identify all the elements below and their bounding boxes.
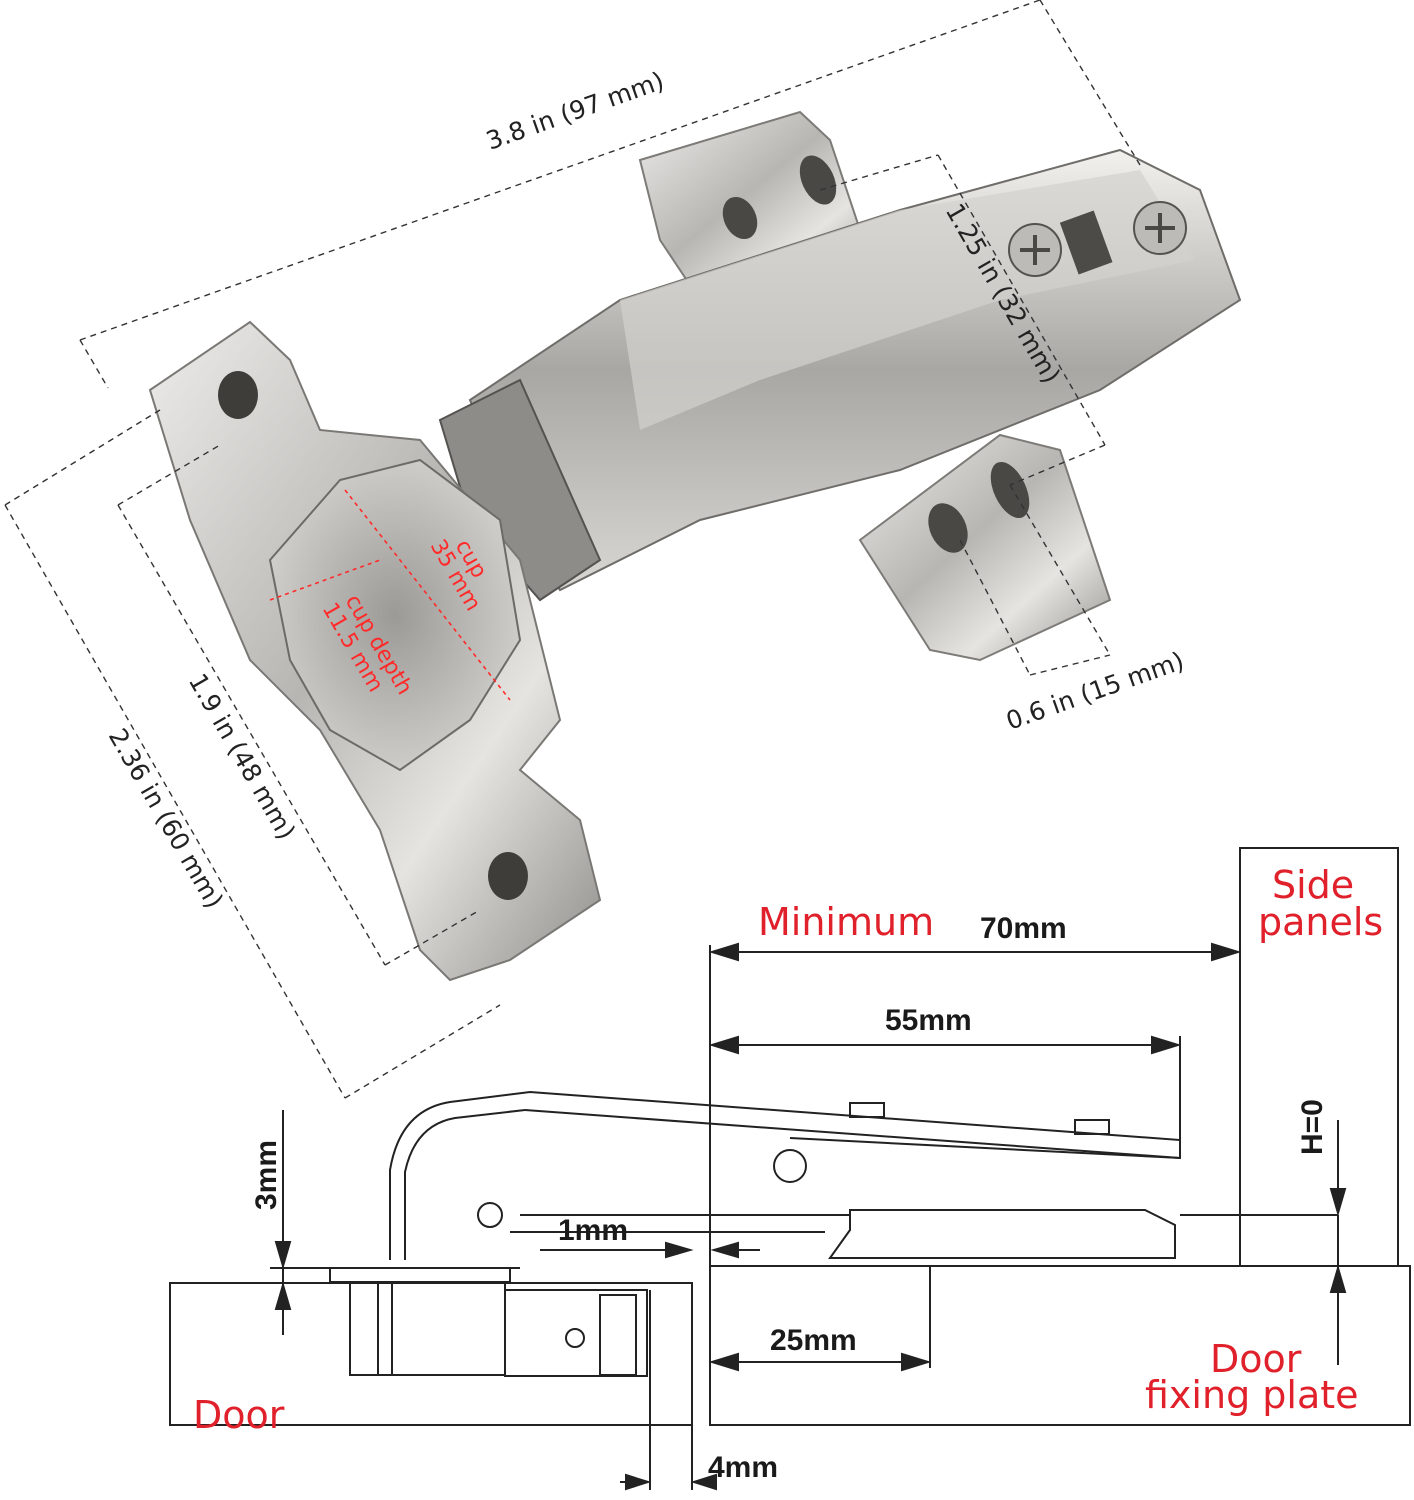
door-label: Door bbox=[193, 1393, 285, 1437]
minimum-value: 70mm bbox=[980, 912, 1067, 945]
side-panels-label-2: panels bbox=[1258, 900, 1383, 944]
height-outer-label: 2.36 in (60 mm) bbox=[103, 724, 229, 914]
h0-label: H=0 bbox=[1296, 1099, 1329, 1155]
fixing-plate-label-1: Door bbox=[1210, 1337, 1302, 1381]
dim-25mm: 25mm bbox=[770, 1324, 857, 1357]
dim-1mm: 1mm bbox=[558, 1214, 628, 1247]
length-label: 3.8 in (97 mm) bbox=[482, 66, 667, 156]
dim-4mm: 4mm bbox=[708, 1451, 778, 1484]
dim-3mm: 3mm bbox=[250, 1140, 283, 1210]
hole-spacing-label: 0.6 in (15 mm) bbox=[1002, 646, 1187, 736]
hinge-photo bbox=[148, 110, 1242, 982]
technical-drawing bbox=[169, 847, 1411, 1490]
dim-55mm: 55mm bbox=[885, 1004, 972, 1037]
photo-dimension-lines bbox=[4, 0, 1141, 1099]
side-panels-label-1: Side bbox=[1272, 863, 1354, 907]
fixing-plate-label-2: fixing plate bbox=[1145, 1373, 1359, 1417]
minimum-label: Minimum bbox=[758, 900, 934, 944]
drawing-dimension-arrows bbox=[274, 942, 1347, 1491]
height-inner-label: 1.9 in (48 mm) bbox=[183, 669, 301, 845]
